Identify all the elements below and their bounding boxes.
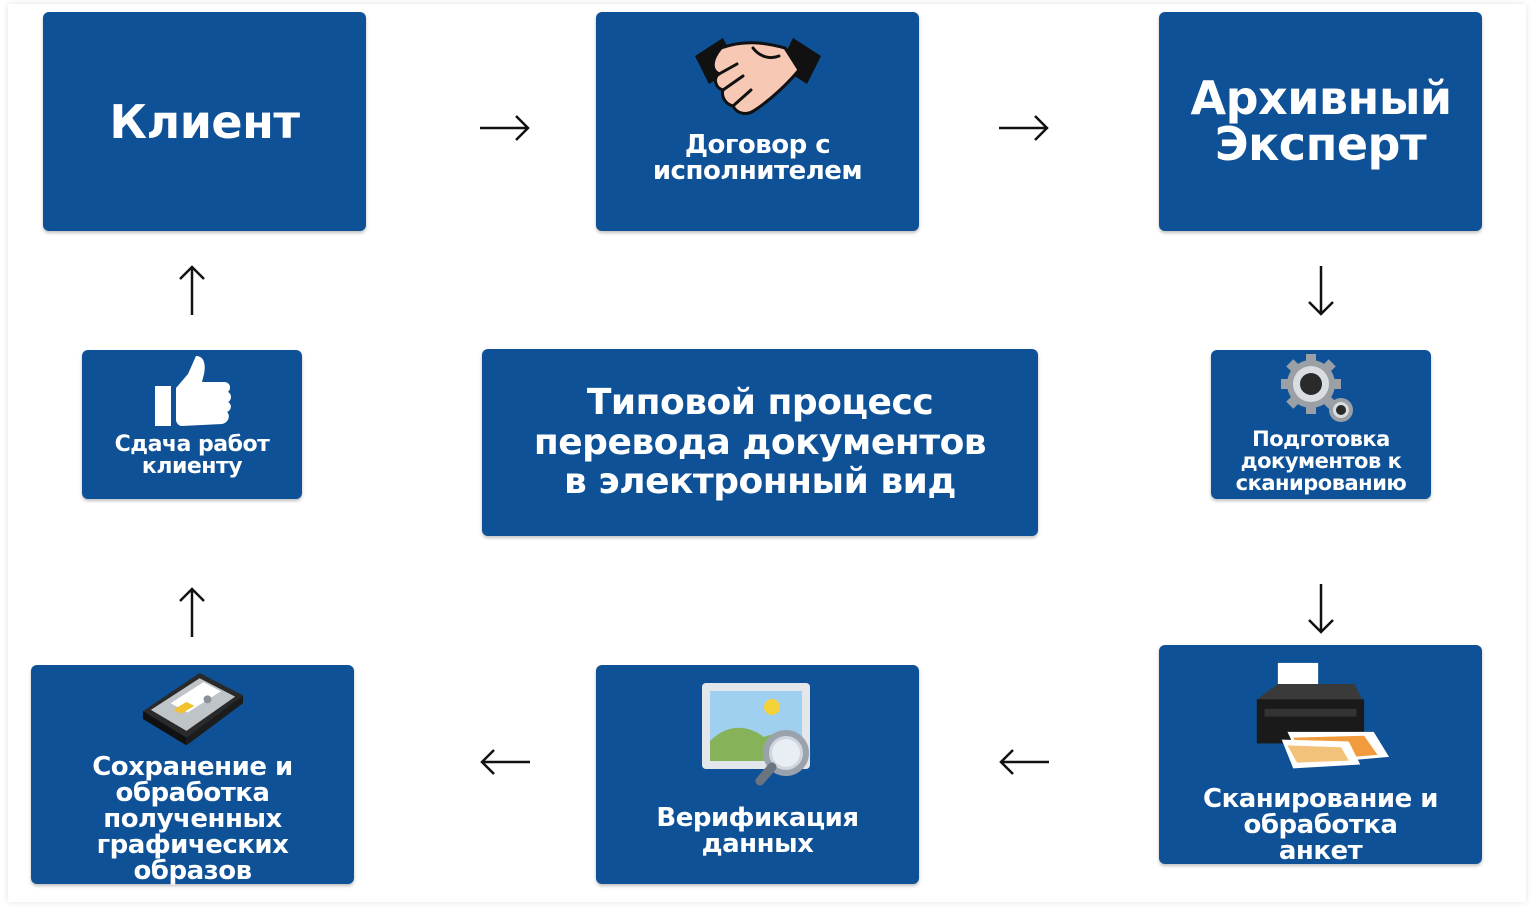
node-client: Клиент xyxy=(43,12,366,231)
arrow-verification-to-storage xyxy=(478,747,532,777)
node-storage: Сохранение и обработка полученных графич… xyxy=(31,665,354,884)
node-scanning-label: Сканирование и обработка анкет xyxy=(1202,784,1439,866)
arrow-storage-to-delivery xyxy=(177,585,207,639)
node-verification-label: Верификация данных xyxy=(656,803,859,859)
node-scanning: Сканирование и обработка анкет xyxy=(1159,645,1482,864)
printer-icon xyxy=(1256,662,1389,769)
image-search-icon xyxy=(701,683,810,786)
thumbs-up-icon xyxy=(155,356,231,426)
arrow-prepare-to-scanning xyxy=(1306,582,1336,636)
node-client-label: Клиент xyxy=(109,94,300,149)
node-center-title: Типовой процесс перевода документов в эл… xyxy=(482,349,1038,536)
node-prepare-label: Подготовка документов к сканированию xyxy=(1235,427,1407,496)
node-delivery: Сдача работ клиенту xyxy=(82,350,302,499)
arrow-expert-to-prepare xyxy=(1306,264,1336,318)
node-archive-expert: Архивный Эксперт xyxy=(1159,12,1482,231)
node-contract-label: Договор с исполнителем xyxy=(652,130,863,186)
node-verification: Верификация данных xyxy=(596,665,919,884)
node-storage-label: Сохранение и обработка полученных графич… xyxy=(92,752,293,886)
node-prepare: Подготовка документов к сканированию xyxy=(1211,350,1431,499)
arrow-client-to-contract xyxy=(478,113,532,143)
gears-icon xyxy=(1281,354,1353,422)
center-title-label: Типовой процесс перевода документов в эл… xyxy=(533,382,987,503)
hard-drive-icon xyxy=(142,672,243,746)
node-contract: Договор с исполнителем xyxy=(596,12,919,231)
arrow-delivery-to-client xyxy=(177,263,207,317)
node-archive-expert-label: Архивный Эксперт xyxy=(1190,71,1453,171)
arrow-contract-to-expert xyxy=(997,113,1051,143)
node-delivery-label: Сдача работ клиенту xyxy=(114,432,270,479)
handshake-icon xyxy=(694,38,821,115)
arrow-scanning-to-verification xyxy=(997,747,1051,777)
